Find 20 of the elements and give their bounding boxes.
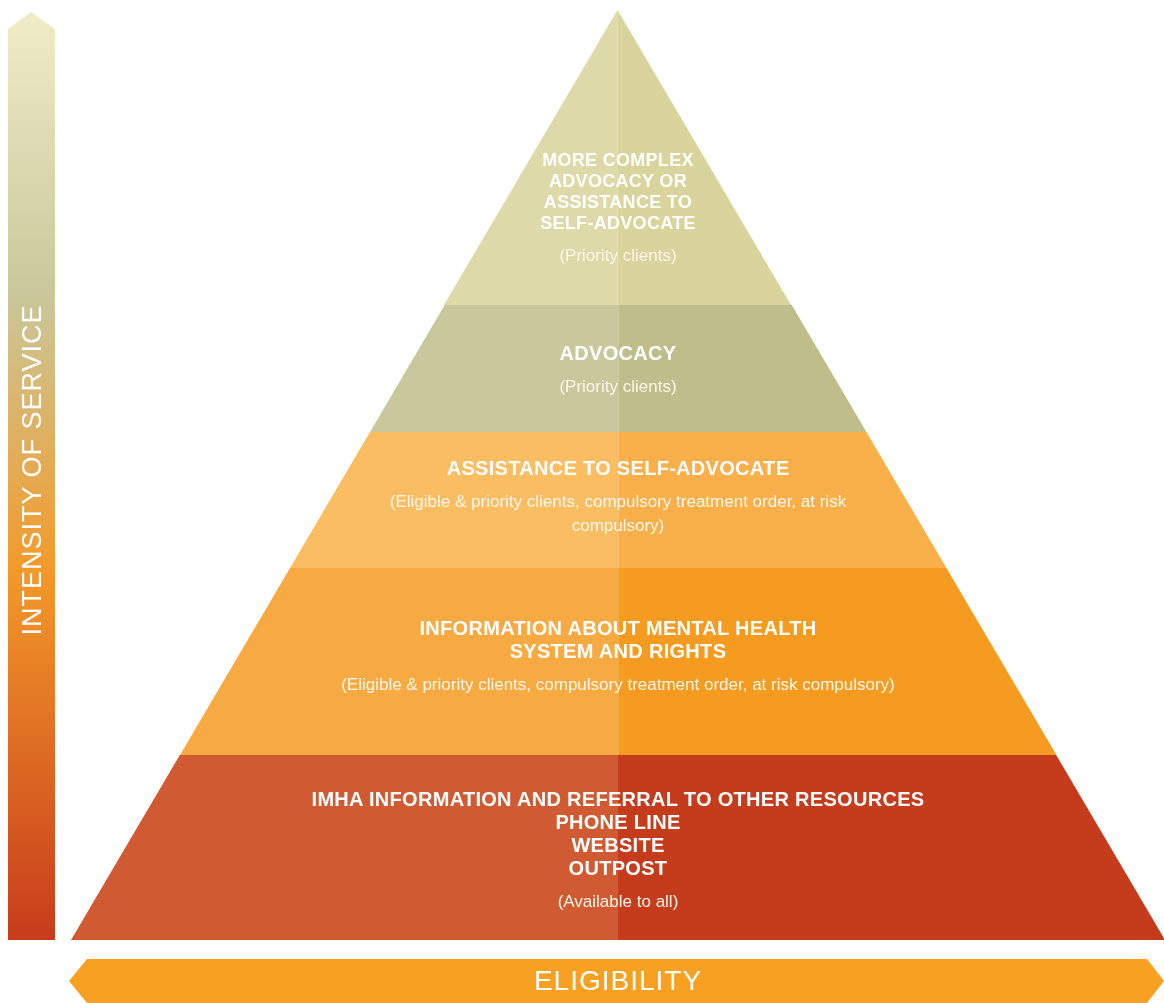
tier-note: (Eligible & priority clients, compulsory treatment order, at risk compulsory) (388, 491, 848, 537)
tier-note: (Priority clients) (559, 245, 677, 267)
tier-heading: INFORMATION ABOUT MENTAL HEALTH SYSTEM AND RIGHTS (418, 617, 818, 663)
pyramid-tier (71, 755, 1164, 940)
tier-heading: IMHA INFORMATION AND REFERRAL TO OTHER RESOURCES (311, 788, 925, 811)
tier-heading: MORE COMPLEX ADVOCACY OR ASSISTANCE TO SELF-ADVOCATE (539, 150, 697, 234)
axis-label: ELIGIBILITY (533, 965, 703, 997)
tier-note: (Priority clients) (559, 376, 677, 398)
tier-note: (Eligible & priority clients, compulsory treatment order, at risk compulsory) (341, 674, 895, 696)
pyramid-tier (179, 568, 1057, 755)
tier-heading: ADVOCACY (559, 342, 677, 365)
tier-heading: ASSISTANCE TO SELF-ADVOCATE (446, 457, 790, 480)
tier-note: (Available to all) (557, 891, 679, 913)
tier-heading: WEBSITE (571, 834, 665, 857)
pyramid-tier (289, 432, 947, 568)
tier-heading: PHONE LINE (555, 811, 681, 834)
pyramid-tier (369, 305, 867, 432)
pyramid-tier (444, 10, 792, 305)
axis-label: INTENSITY OF SERVICE (16, 304, 48, 636)
tier-heading: OUTPOST (568, 857, 668, 880)
